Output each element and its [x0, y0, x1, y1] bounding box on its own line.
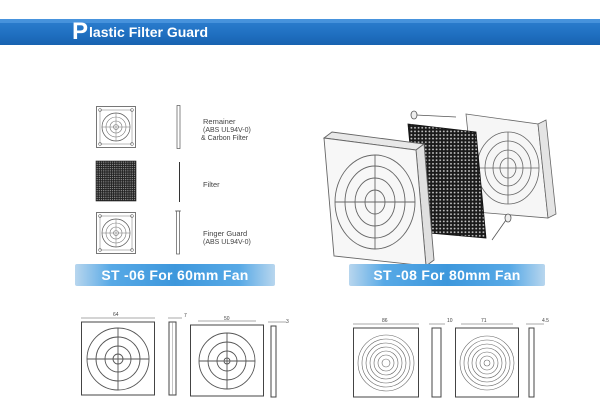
st08-edge-dim: 4.5 — [542, 318, 549, 324]
remainer-label: Remainer — [203, 117, 236, 126]
st08-front-view — [353, 323, 419, 398]
st08-width-dim: 86 — [382, 318, 388, 324]
st06-banner: ST -06 For 60mm Fan — [75, 264, 275, 286]
st08-side-view — [429, 323, 445, 398]
remainer-material: (ABS UL94V-0) — [203, 127, 251, 134]
title-initial: P — [72, 18, 89, 45]
finger-guard-material: (ABS UL94V-0) — [203, 239, 251, 246]
st06-edge-dim: 3 — [286, 319, 289, 325]
st06-remainer-drawing — [96, 106, 136, 148]
st06-front-view — [81, 317, 155, 396]
st06-remainer-side — [176, 105, 181, 149]
st08-exploded-drawing — [322, 110, 557, 267]
st06-thick-dim: 7 — [184, 313, 187, 319]
remainer-carbon: & Carbon Filter — [201, 135, 249, 142]
st08-hole-dim: 71 — [481, 318, 487, 324]
st06-hole-dim: 50 — [224, 316, 230, 322]
st06-guard-side-view — [268, 321, 286, 398]
page-title: Plastic Filter Guard — [72, 17, 208, 47]
finger-guard-label: Finger Guard — [203, 229, 248, 238]
filter-label: Filter — [203, 180, 220, 189]
st06-width-dim: 64 — [113, 312, 119, 318]
st06-guard-view — [190, 320, 264, 397]
st08-guard-view — [455, 323, 519, 398]
title-rest: lastic Filter Guard — [89, 24, 209, 40]
st06-finger-guard-side — [175, 210, 181, 255]
st06-filter-drawing — [95, 160, 137, 202]
st06-finger-guard-drawing — [96, 212, 136, 254]
st08-guard-side-view — [526, 323, 544, 398]
header-band — [0, 19, 600, 45]
st06-filter-side — [179, 162, 180, 202]
st08-banner: ST -08 For 80mm Fan — [349, 264, 545, 286]
st08-thick-dim: 10 — [447, 318, 453, 324]
st06-side-view — [168, 317, 182, 396]
